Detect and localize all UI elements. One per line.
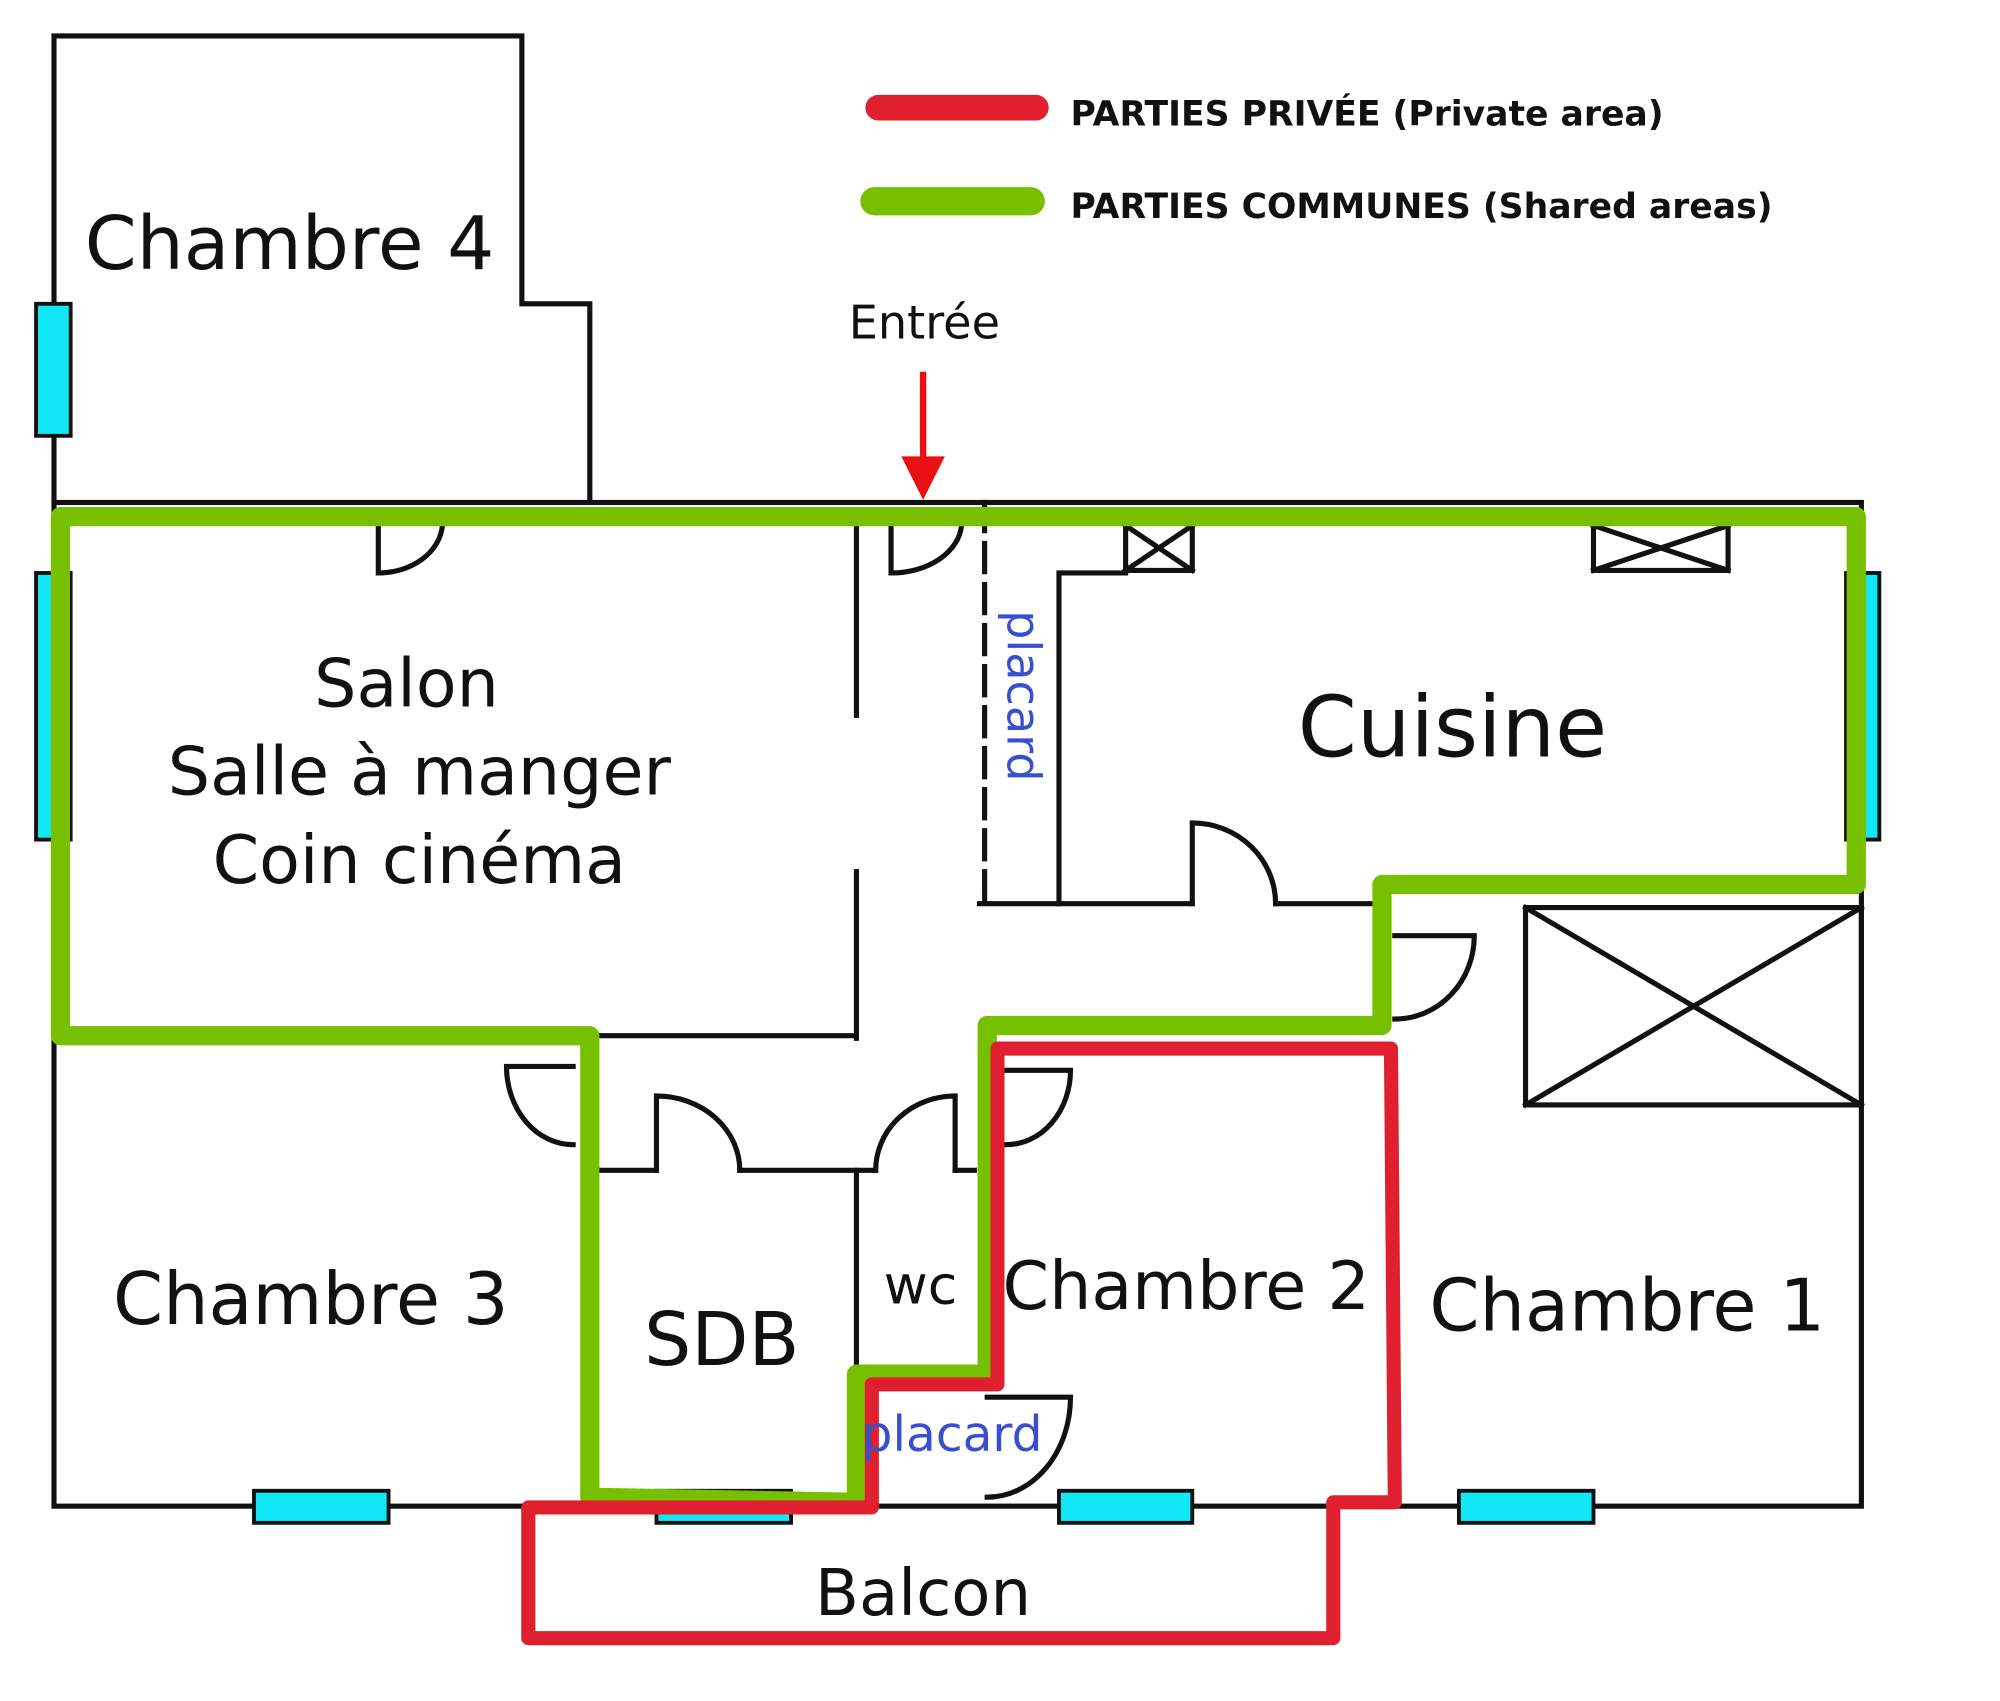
door-sdb [653, 1093, 743, 1173]
room-sdb: SDB [644, 1296, 799, 1383]
door-salon [375, 522, 446, 576]
entrance-label: Entrée [849, 295, 1000, 349]
door-chambre2 [1003, 1067, 1074, 1148]
room-chambre1: Chambre 1 [1429, 1264, 1825, 1348]
room-salon: Salon [314, 644, 499, 722]
private-area-outline [521, 1041, 1402, 1646]
room-coin-cinema: Coin cinéma [213, 821, 626, 899]
stairwell-box [1522, 904, 1865, 1109]
door-wc [873, 1093, 958, 1173]
window [252, 1488, 391, 1525]
room-placard-top: placard [997, 610, 1051, 781]
room-cuisine: Cuisine [1298, 677, 1607, 776]
window [1456, 1488, 1596, 1525]
room-salle-a-manger: Salle à manger [168, 733, 672, 811]
door-chambre1 [1392, 933, 1477, 1022]
entrance-arrow-icon [901, 371, 945, 500]
legend: PARTIES PRIVÉE (Private area) PARTIES CO… [860, 93, 1773, 227]
legend-shared-label: PARTIES COMMUNES (Shared areas) [1071, 187, 1773, 227]
shared-area-outline [50, 506, 1866, 1512]
room-chambre2: Chambre 2 [1003, 1247, 1370, 1325]
door-entrance [888, 522, 965, 576]
door-chambre3 [503, 1063, 576, 1148]
vent-boxes [1122, 521, 1865, 1109]
door-placard [984, 1394, 1074, 1500]
room-wc: wc [884, 1254, 958, 1317]
window [1057, 1488, 1195, 1525]
room-chambre4: Chambre 4 [85, 200, 495, 287]
door-cuisine [1189, 820, 1279, 907]
room-chambre3: Chambre 3 [113, 1257, 509, 1341]
window [34, 301, 73, 438]
room-placard-bottom: placard [862, 1407, 1043, 1463]
legend-private-label: PARTIES PRIVÉE (Private area) [1071, 93, 1664, 135]
doors [375, 522, 1477, 1500]
room-balcon: Balcon [815, 1557, 1031, 1631]
